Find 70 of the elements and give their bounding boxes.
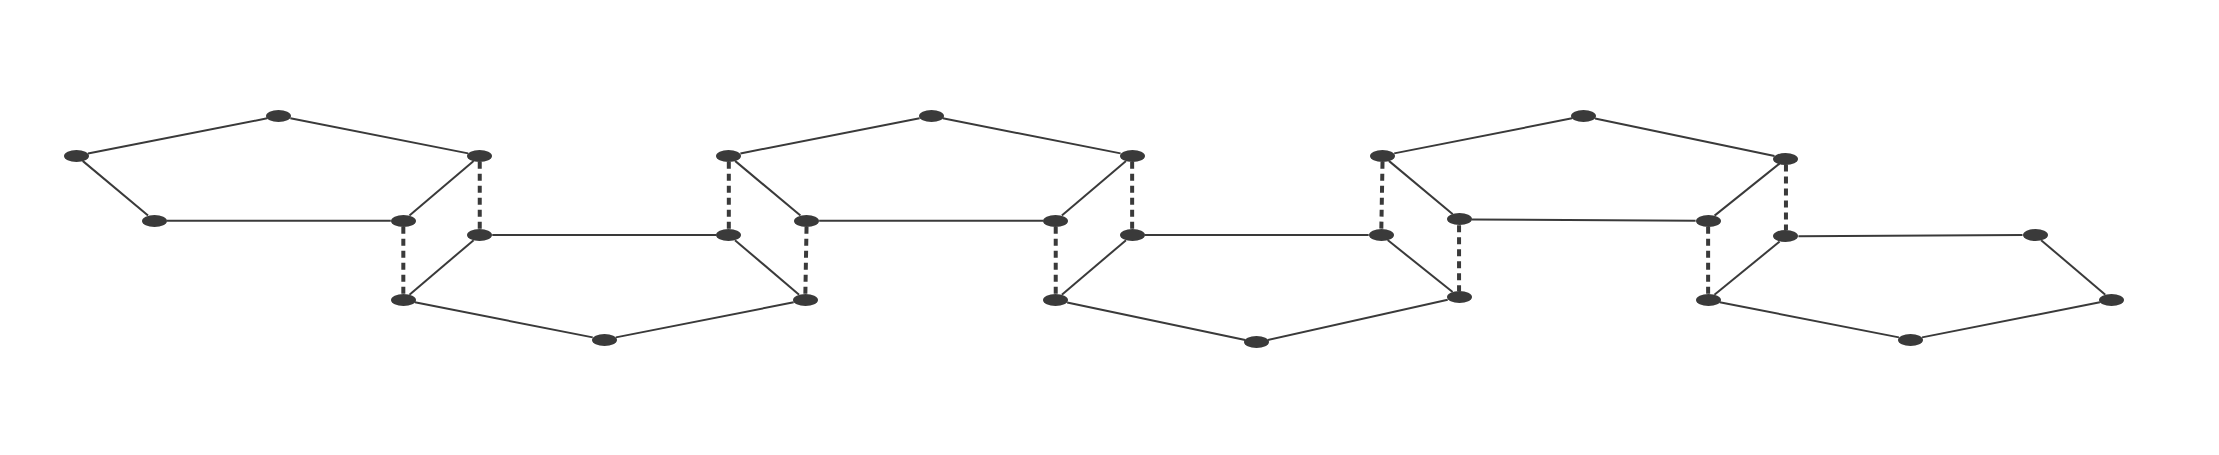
ellipse-node: [467, 149, 493, 162]
ellipse-node: [467, 228, 493, 241]
ellipse-node: [63, 149, 89, 162]
connector-line: [1594, 117, 1776, 158]
ellipse-node: [1571, 110, 1597, 123]
dashed-connector: [1706, 226, 1711, 294]
ellipse-node: [1446, 291, 1472, 304]
dashed-connector: [1783, 164, 1788, 231]
connector-line: [1921, 301, 2101, 339]
connector-line: [1267, 298, 1449, 341]
ellipse-node: [1043, 294, 1069, 306]
ellipse-node: [1119, 228, 1145, 241]
dashed-connector: [477, 161, 482, 229]
ellipse-node: [1695, 294, 1721, 306]
connector-line: [2040, 239, 2107, 296]
connector-line: [1060, 239, 1127, 296]
ellipse-node: [1695, 214, 1721, 227]
ellipse-node: [792, 294, 818, 306]
ellipse-node: [1898, 333, 1923, 346]
connector-line: [408, 159, 475, 217]
ellipse-node: [266, 110, 292, 123]
connector-line: [289, 117, 470, 155]
ellipse-node: [1119, 149, 1145, 162]
ellipse-node: [1043, 214, 1069, 227]
ellipse-node: [1370, 149, 1396, 162]
ellipse-node: [918, 110, 944, 123]
connector-line: [1060, 159, 1127, 217]
connector-line: [491, 233, 718, 236]
connector-line: [1387, 159, 1454, 216]
connector-line: [1066, 301, 1247, 342]
ellipse-node: [591, 333, 617, 346]
ellipse-node: [2022, 228, 2048, 241]
dashed-connector: [803, 226, 809, 295]
ellipse-node: [390, 294, 416, 306]
connector-line: [1718, 301, 1900, 339]
connector-line: [734, 159, 802, 217]
connector-line: [1470, 218, 1697, 222]
connector-line: [87, 117, 269, 155]
ellipse-node: [1446, 213, 1472, 226]
ellipse-node: [716, 149, 742, 162]
connector-line: [739, 117, 921, 155]
connector-line: [818, 219, 1045, 222]
ellipse-node: [141, 214, 167, 227]
ellipse-node: [2098, 294, 2124, 306]
connector-line: [1386, 239, 1454, 294]
dashed-connector: [1379, 161, 1385, 229]
connector-line: [733, 239, 801, 296]
dashed-connector: [726, 161, 731, 229]
ellipse-node: [1368, 228, 1394, 241]
ellipse-node: [716, 228, 742, 241]
connector-line: [413, 301, 594, 339]
ellipse-node: [1773, 152, 1799, 165]
dashed-connector: [1457, 225, 1462, 292]
dashed-connector: [401, 226, 406, 294]
connector-line: [1797, 234, 2024, 238]
ellipse-node: [794, 214, 820, 227]
connector-line: [408, 239, 475, 296]
ellipse-node: [1244, 336, 1270, 349]
connector-line: [165, 219, 392, 222]
dashed-connector: [1053, 226, 1058, 294]
dashed-connector: [1130, 161, 1135, 229]
connector-line: [1713, 240, 1781, 296]
connector-line: [614, 301, 795, 339]
ellipse-node: [1773, 230, 1799, 243]
connector-line: [1713, 162, 1781, 217]
connector-line: [941, 117, 1122, 155]
connector-line: [1393, 117, 1573, 155]
connector-line: [1143, 233, 1370, 236]
ellipse-node: [390, 214, 416, 227]
connector-line: [81, 159, 150, 217]
